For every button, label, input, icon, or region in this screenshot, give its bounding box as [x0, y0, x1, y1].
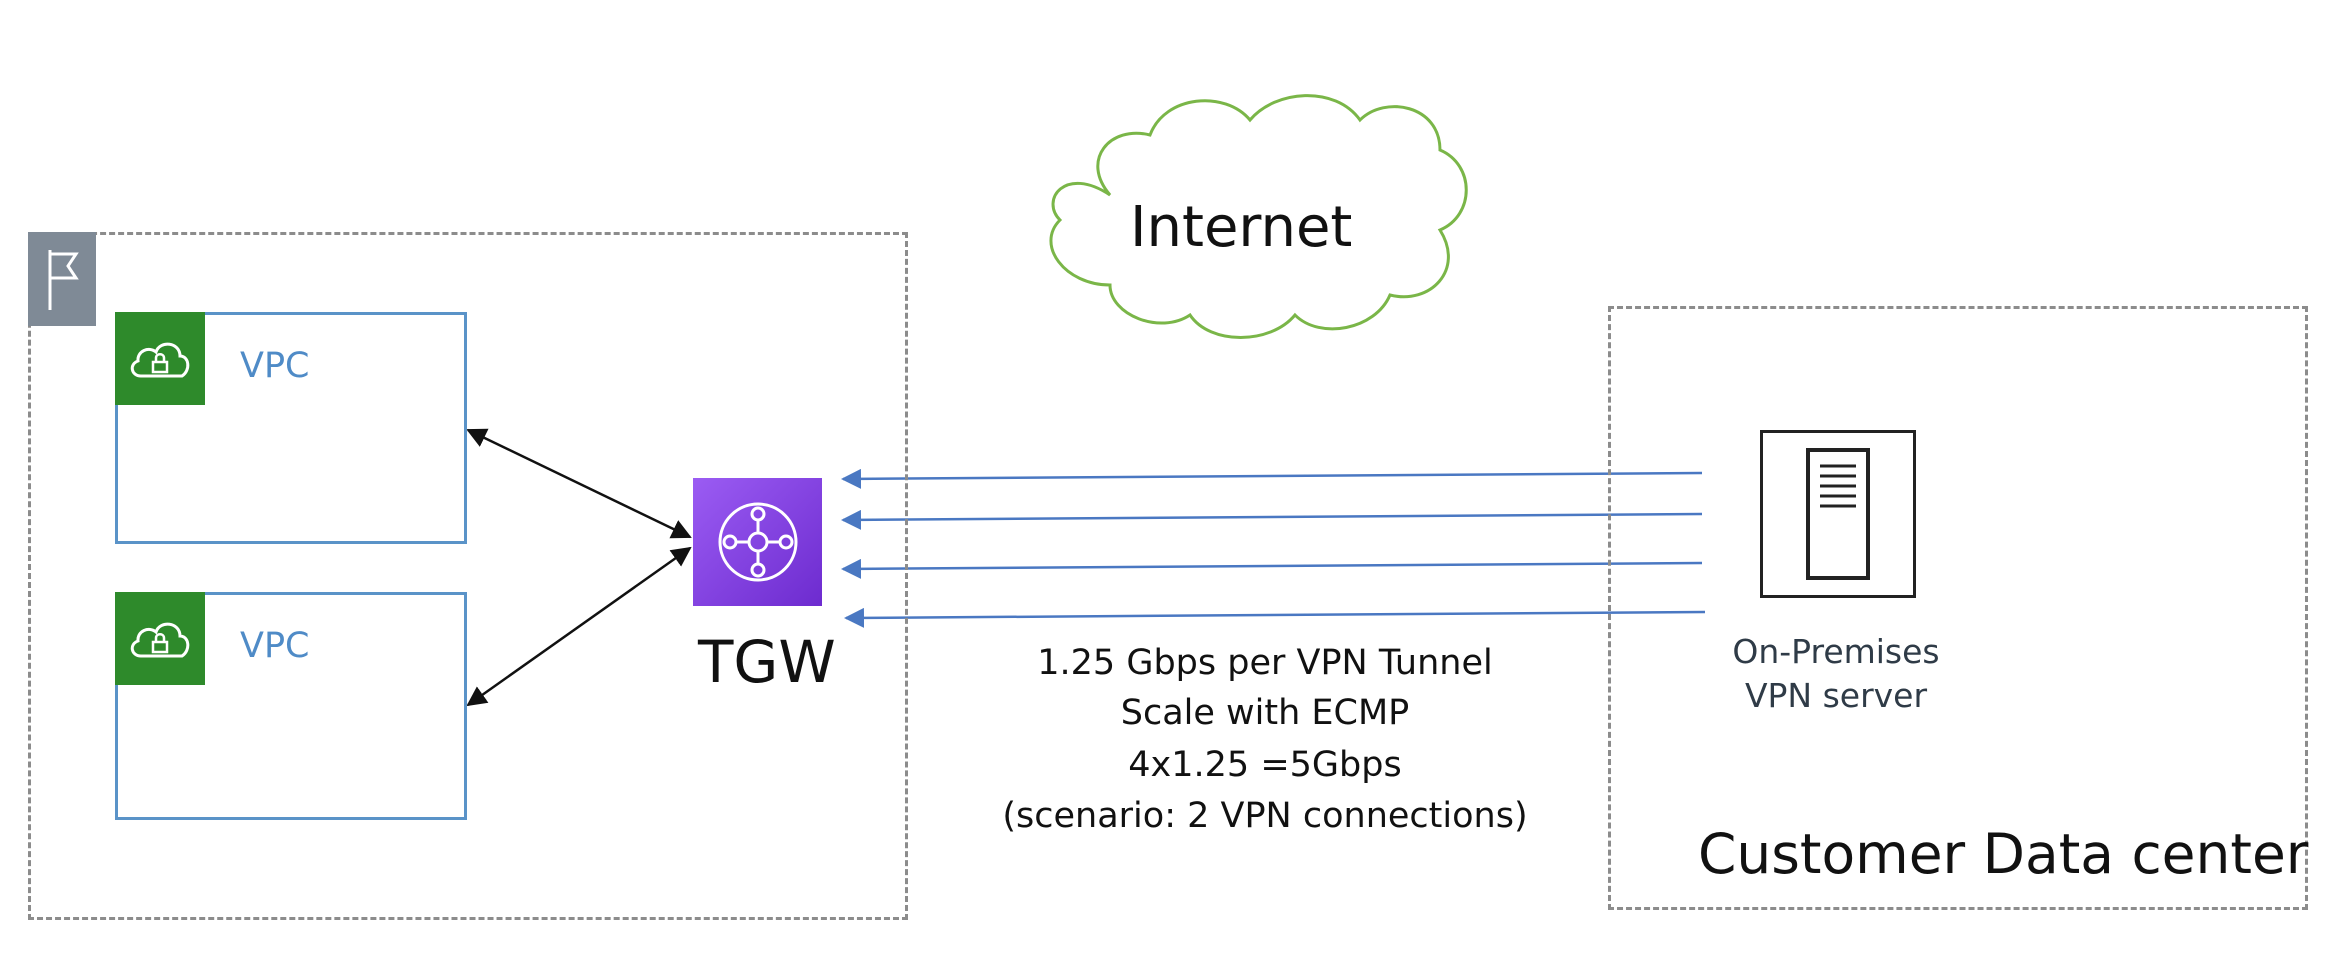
- customer-datacenter-container: [1608, 306, 2308, 910]
- internet-label: Internet: [1130, 195, 1353, 260]
- flag-icon: [28, 232, 96, 326]
- vpc-tgw-arrow-top: [466, 428, 692, 539]
- vpn-note-line-4: (scenario: 2 VPN connections): [1002, 796, 1528, 836]
- vpn-note-line-1: 1.25 Gbps per VPN Tunnel: [1037, 643, 1493, 683]
- cloud-lock-icon: [115, 312, 205, 405]
- customer-datacenter-label: Customer Data center: [1698, 822, 2309, 886]
- vpn-tunnel-arrow-2: [841, 509, 1703, 530]
- vpn-tunnel-arrow-3: [841, 558, 1703, 579]
- vpn-tunnel-arrow-1: [841, 468, 1703, 489]
- vpn-note-line-3: 4x1.25 =5Gbps: [1128, 745, 1402, 785]
- vpc-tgw-arrow-bottom: [466, 546, 692, 707]
- server-caption-line-2: VPN server: [1744, 676, 1928, 715]
- tgw-label: TGW: [698, 628, 836, 696]
- aws-region-container: [28, 232, 908, 920]
- server-caption-line-1: On-Premises: [1732, 632, 1940, 671]
- vpn-note-line-2: Scale with ECMP: [1120, 693, 1410, 733]
- cloud-lock-icon: [115, 592, 205, 685]
- vpc-label-1: VPC: [240, 346, 310, 386]
- server-icon: [1760, 430, 1916, 598]
- vpn-tunnel-arrow-4: [844, 607, 1706, 628]
- vpc-label-2: VPC: [240, 626, 310, 666]
- internet-cloud: [1049, 94, 1468, 339]
- transit-gateway-icon: [693, 478, 822, 606]
